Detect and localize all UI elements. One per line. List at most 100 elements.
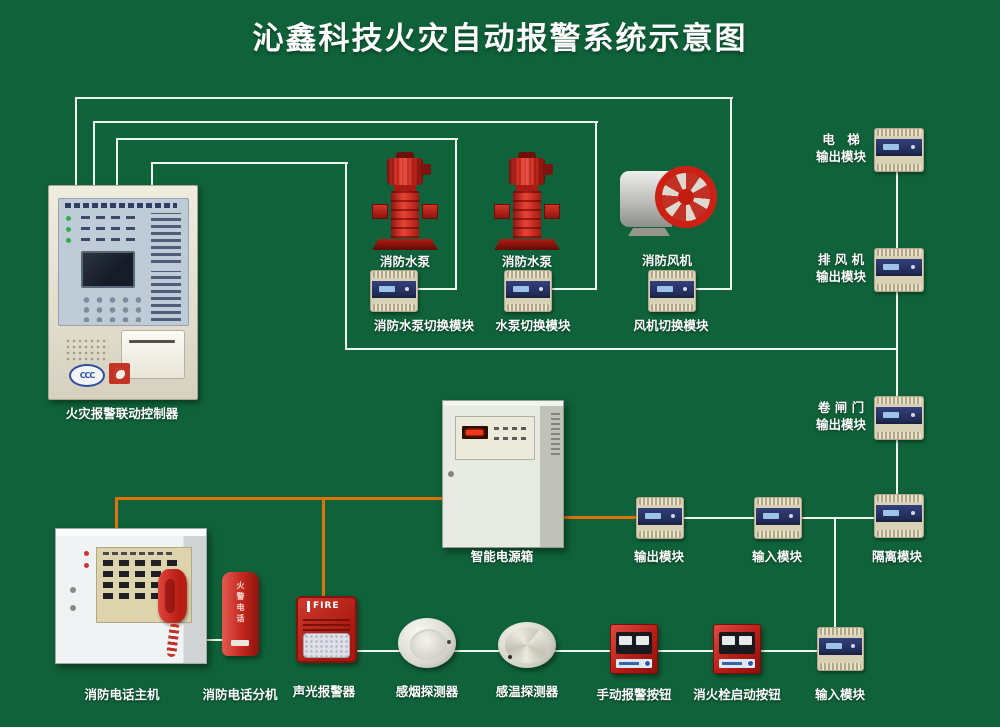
roller-door-output-module — [874, 396, 924, 440]
power-box-buttons — [494, 427, 528, 447]
wire-bottom-bus — [350, 650, 822, 652]
wire-rightcol-seg1 — [896, 168, 898, 252]
fire-phone-extension: 火警电话 — [222, 572, 259, 656]
wire-loop3-riser — [116, 138, 118, 188]
smoke-detector-label: 感烟探测器 — [395, 684, 459, 699]
output-module-label: 输出模块 — [633, 549, 684, 564]
wire-rightcol-seg3 — [896, 435, 898, 497]
manual-alarm-button — [610, 624, 658, 674]
roller-door-output-module-label: 卷 闸 门输出模块 — [815, 400, 866, 432]
smart-power-box — [442, 400, 564, 548]
fire-pump-2 — [490, 152, 564, 250]
output-module — [636, 497, 684, 539]
controller-status-leds — [66, 216, 71, 221]
wire-loop1-top — [75, 97, 733, 99]
heat-detector-pattern — [505, 627, 549, 663]
power-wire-riser — [115, 497, 118, 532]
controller-speaker-grille — [65, 338, 109, 364]
ccc-logo: CCC — [69, 364, 105, 387]
controller-zone-labels-top — [151, 213, 181, 263]
power-box-panel — [455, 416, 535, 460]
sounder-strobe — [303, 633, 350, 658]
fan-mount — [628, 228, 670, 236]
wire-loop2-stub — [546, 288, 597, 290]
phone-extension-tag — [231, 640, 249, 646]
phone-extension-label: 消防电话分机 — [202, 687, 278, 702]
heat-detector-led — [508, 655, 512, 659]
smoke-detector-dome — [410, 629, 448, 661]
controller-zone-labels-bottom — [151, 271, 181, 321]
wire-loop3-stub — [415, 288, 457, 290]
exhaust-fan-output-module-label: 排 风 机输出模块 — [815, 252, 866, 284]
wire-loop3-drop — [455, 138, 457, 290]
controller-indicator-rows — [81, 216, 135, 249]
fire-fan — [620, 166, 717, 236]
fan-impeller — [655, 166, 717, 228]
isolation-module-label: 隔离模块 — [871, 549, 922, 564]
wire-midrow-1 — [678, 517, 757, 519]
fan-switch-module — [648, 270, 696, 312]
power-wire-left — [115, 497, 521, 500]
power-wire-right — [521, 516, 640, 519]
pump1-switch-module — [370, 270, 418, 312]
input-module-bottom — [817, 627, 864, 671]
controller-model-text — [65, 203, 177, 208]
phone-host-label: 消防电话主机 — [84, 687, 160, 702]
manual-alarm-button-label: 手动报警按钮 — [596, 687, 672, 702]
wire-mid-bus — [345, 348, 898, 350]
wire-loop2-top — [93, 121, 598, 123]
hydrant-start-button — [713, 624, 761, 674]
isolation-module — [874, 494, 924, 538]
fire-cert-logo — [109, 363, 130, 384]
power-box-lock — [448, 471, 454, 477]
wire-loop1-riser — [75, 97, 77, 188]
hydrant-start-button-label: 消火栓启动按钮 — [693, 687, 781, 702]
pump1-label: 消防水泵 — [379, 254, 430, 269]
printer-slot — [129, 340, 175, 343]
power-box-label: 智能电源箱 — [470, 549, 534, 564]
controller-lcd-screen — [81, 251, 135, 288]
pump2-switch-module — [504, 270, 552, 312]
elevator-output-module — [874, 128, 924, 172]
phone-extension-text: 火警电话 — [236, 581, 245, 625]
pump1-switch-module-label: 消防水泵切换模块 — [373, 318, 474, 333]
wire-loop4-riser — [151, 162, 153, 188]
heat-detector-label: 感温探测器 — [495, 684, 559, 699]
sounder-label: 声光报警器 — [292, 684, 356, 699]
fire-text: FIRE — [307, 601, 340, 612]
fan-switch-module-label: 风机切换模块 — [633, 318, 709, 333]
phone-host-handset — [158, 569, 187, 623]
fire-alarm-controller: CCC — [48, 185, 198, 400]
wire-midrow-drop — [834, 517, 836, 630]
wire-loop2-drop — [595, 121, 597, 290]
wire-loop4-top — [151, 162, 348, 164]
phone-host-leds — [84, 551, 89, 556]
elevator-output-module-label: 电 梯输出模块 — [815, 132, 866, 164]
heat-detector — [498, 622, 556, 668]
fan-label: 消防风机 — [641, 253, 692, 268]
exhaust-fan-output-module — [874, 248, 924, 292]
sounder-grille — [303, 616, 350, 631]
controller-label: 火灾报警联动控制器 — [65, 406, 179, 421]
controller-keypad — [77, 293, 141, 322]
input-module-mid-label: 输入模块 — [751, 549, 802, 564]
power-box-display — [462, 426, 488, 439]
wire-loop4-drop — [345, 162, 347, 350]
smoke-detector — [398, 618, 456, 668]
power-box-vents — [551, 411, 560, 455]
smoke-detector-led — [447, 640, 451, 644]
wire-midrow-2 — [795, 517, 879, 519]
controller-display-area — [58, 198, 189, 326]
wire-rightcol-seg2 — [896, 286, 898, 399]
fire-pump-1 — [368, 152, 442, 250]
phone-host-cord — [165, 622, 181, 658]
wire-loop2-riser — [93, 121, 95, 188]
fire-phone-host — [55, 528, 207, 664]
diagram-title: 沁鑫科技火灾自动报警系统示意图 — [252, 21, 748, 57]
sound-light-alarm: FIRE — [296, 596, 357, 663]
phone-host-keyholes — [70, 587, 76, 593]
wire-loop1-stub — [688, 288, 732, 290]
input-module-mid — [754, 497, 802, 539]
wire-loop3-top — [116, 138, 458, 140]
